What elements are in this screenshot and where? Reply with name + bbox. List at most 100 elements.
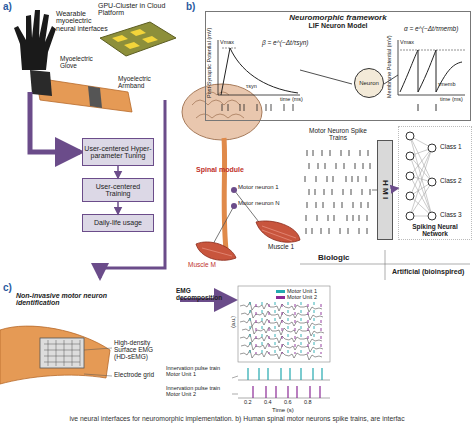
section-label: Artificial (bioinspired) xyxy=(392,268,474,275)
lif-plots xyxy=(218,40,465,111)
input-neuron xyxy=(406,152,414,160)
output-neuron xyxy=(428,144,436,152)
pulse-train xyxy=(248,368,322,380)
muscle-fiber xyxy=(202,226,296,256)
input-spikes xyxy=(222,104,293,111)
class-label: Class 2 xyxy=(440,178,472,185)
output-spikes xyxy=(418,104,436,111)
output-neuron xyxy=(428,212,436,220)
motor-neuron xyxy=(231,187,237,193)
figure-caption: ive neural interfaces for neuromorphic i… xyxy=(0,415,474,422)
spike-row xyxy=(309,189,370,195)
panel-letter: c) xyxy=(3,283,17,294)
axis-label: time (ms) xyxy=(440,97,470,103)
node-text: LIF Neuron Model xyxy=(308,22,367,29)
axis-tick: Vmax xyxy=(220,40,244,46)
section-label: Biologic xyxy=(318,254,368,262)
node-text: User-centered Hyper-parameter Tuning xyxy=(83,145,153,160)
hmi-box: H M I xyxy=(377,140,393,240)
muscle-label: Muscle 1 xyxy=(268,244,304,251)
emg-signals xyxy=(232,286,330,398)
vmax-line xyxy=(222,48,236,49)
axis-label: (a.u.) xyxy=(231,316,236,328)
leader-line xyxy=(232,376,238,394)
axis-label: Post-Synaptic Potential (mV) xyxy=(207,36,213,98)
node-text: Neuron xyxy=(359,80,379,86)
node-text: User-centered Training xyxy=(83,183,153,198)
class-label: Class 1 xyxy=(440,144,472,151)
gpu-core xyxy=(112,29,158,49)
armband xyxy=(88,86,102,108)
legend: Motor Unit 1Motor Unit 2 xyxy=(276,288,317,300)
axis-label: τsyn xyxy=(246,84,268,90)
signal-label: Innervation pulse train Motor Unit 1 xyxy=(166,366,232,378)
muscle-label: Muscle M xyxy=(188,262,228,269)
output-neuron xyxy=(428,178,436,186)
device-label: Wearable myoelectric neural interfaces xyxy=(56,10,110,32)
plot-axis xyxy=(238,380,330,398)
legend-row: Motor Unit 2 xyxy=(276,294,317,300)
spike-row xyxy=(307,202,368,208)
brain-gyri xyxy=(192,92,244,118)
input-neuron xyxy=(406,212,414,220)
legend-text: Motor Unit 2 xyxy=(287,294,317,300)
brain-illustration xyxy=(182,84,300,260)
formula-label: α = e^(−Δt/τmemb) xyxy=(404,26,470,33)
legend-row: Motor Unit 1 xyxy=(276,288,317,294)
axis-tick: 0.4 xyxy=(264,400,284,406)
nerve-line xyxy=(212,190,262,246)
flow-connector xyxy=(117,166,119,178)
arm-shape xyxy=(0,326,110,384)
signal-label: Innervation pulse train Motor Unit 2 xyxy=(166,386,232,398)
spike-row xyxy=(305,176,366,182)
process-box: User-centered Hyper-parameter Tuning xyxy=(82,138,154,166)
input-neuron xyxy=(406,132,414,140)
axis-label: τmemb xyxy=(438,82,468,88)
axis-tick: 0.6 xyxy=(284,400,304,406)
flow-arrow xyxy=(30,92,80,152)
network-graph xyxy=(406,132,436,220)
psp-curve xyxy=(221,48,298,95)
mu2-spike xyxy=(256,304,321,354)
motor-neuron xyxy=(231,203,237,209)
glove-cuff xyxy=(30,70,52,96)
emg-trace xyxy=(240,334,322,344)
neuron-label: Motor neuron N xyxy=(238,200,288,206)
section-label: Motor Neuron Spike Trains xyxy=(300,128,376,142)
axis-label: time (ms) xyxy=(280,97,310,103)
node-text: H M I xyxy=(381,180,389,199)
spike-row xyxy=(307,150,368,156)
device-label: Myoelectric Glove xyxy=(60,56,100,70)
spike-row xyxy=(306,215,367,221)
section-label: Non-invasive motor neuron identification xyxy=(16,292,112,307)
threshold-line xyxy=(400,50,465,51)
legend-text: Motor Unit 1 xyxy=(287,288,317,294)
neuron-label: Motor neuron 1 xyxy=(238,184,288,190)
emg-trace xyxy=(240,302,322,312)
panel-letter: a) xyxy=(3,2,17,13)
device-label: Electrode grid xyxy=(114,372,164,379)
plot-frame xyxy=(238,286,330,362)
axis-label: Time (s) xyxy=(272,407,312,413)
process-box: Daily-life usage xyxy=(82,214,154,232)
spinal-cord xyxy=(224,138,226,250)
device-label: Myoelectric Armband xyxy=(118,76,170,90)
module-label: Spinal module xyxy=(196,166,246,173)
myoelectric-glove xyxy=(14,10,56,70)
neuron-circle: Neuron xyxy=(354,68,384,98)
input-neuron xyxy=(406,192,414,200)
device-label: GPU-Cluster in Cloud Platform xyxy=(98,2,182,17)
gpu-chip xyxy=(100,22,176,56)
spike-raster xyxy=(305,150,370,234)
panel-letter: b) xyxy=(186,2,200,13)
legend-swatch xyxy=(276,290,285,293)
muscle xyxy=(196,242,236,260)
legend-swatch xyxy=(276,296,285,299)
forearm xyxy=(30,70,132,112)
spike-row xyxy=(309,163,370,169)
node-text: Neuromorphic framework xyxy=(289,14,386,22)
glove-shape xyxy=(14,10,56,70)
axis-tick: Vmax xyxy=(400,40,424,46)
divider-line xyxy=(300,250,470,280)
